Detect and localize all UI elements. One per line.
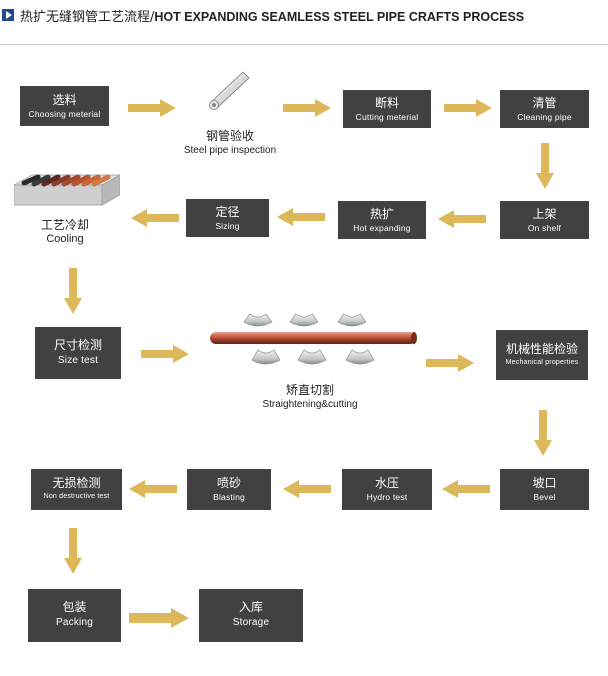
step-cooling-cn: 工艺冷却 bbox=[40, 218, 89, 232]
step-ndt-cn: 无损检测 bbox=[52, 476, 101, 490]
step-cutting-cn: 断料 bbox=[374, 95, 399, 110]
steel-pipe-icon bbox=[203, 66, 253, 120]
step-cooling: 工艺冷却 Cooling bbox=[25, 218, 105, 246]
page-title-en: HOT EXPANDING SEAMLESS STEEL PIPE CRAFTS… bbox=[154, 10, 525, 24]
step-onshelf-en: On shelf bbox=[527, 222, 562, 233]
cooling-rack-icon bbox=[12, 165, 122, 215]
step-straightening-en: Straightening&cutting bbox=[262, 399, 358, 410]
step-inspection: 钢管验收 Steel pipe inspection bbox=[165, 129, 295, 157]
step-ndt: 无损检测 Non destructive test bbox=[31, 469, 122, 510]
step-storage-cn: 入库 bbox=[238, 600, 263, 614]
step-cutting: 断料 Cutting meterial bbox=[343, 90, 431, 128]
step-sizing-en: Sizing bbox=[215, 220, 240, 231]
arrow-down-icon bbox=[536, 143, 554, 189]
arrow-left-icon bbox=[442, 480, 490, 498]
step-inspection-en: Steel pipe inspection bbox=[183, 145, 277, 156]
step-hotexpanding-cn: 热扩 bbox=[369, 206, 394, 221]
arrow-right-icon bbox=[128, 99, 176, 117]
step-sizing: 定径 Sizing bbox=[186, 199, 269, 237]
step-straightening-cn: 矫直切割 bbox=[285, 383, 334, 397]
arrow-left-icon bbox=[283, 480, 331, 498]
step-blasting-cn: 喷砂 bbox=[216, 476, 241, 490]
page-title: 热扩无缝钢管工艺流程/HOT EXPANDING SEAMLESS STEEL … bbox=[20, 6, 524, 25]
arrow-down-icon bbox=[64, 528, 82, 574]
arrow-left-icon bbox=[131, 209, 179, 227]
step-hydro-cn: 水压 bbox=[374, 476, 399, 490]
header-bullet-icon bbox=[2, 9, 14, 21]
step-blasting: 喷砂 Blasting bbox=[187, 469, 271, 510]
step-ndt-en: Non destructive test bbox=[43, 493, 110, 500]
step-choosing: 选料 Choosing meterial bbox=[20, 86, 109, 126]
step-packing-en: Packing bbox=[56, 617, 93, 628]
arrow-right-icon bbox=[283, 99, 331, 117]
step-bevel: 坡口 Bevel bbox=[500, 469, 589, 510]
straightening-machine-icon bbox=[208, 310, 420, 378]
arrow-down-icon bbox=[64, 268, 82, 314]
step-blasting-en: Blasting bbox=[213, 492, 245, 502]
page-title-cn: 热扩无缝钢管工艺流程/ bbox=[20, 10, 155, 25]
arrow-down-icon bbox=[534, 410, 552, 456]
step-packing: 包装 Packing bbox=[28, 589, 121, 642]
arrow-right-icon bbox=[141, 345, 189, 363]
step-straightening: 矫直切割 Straightening&cutting bbox=[240, 383, 380, 411]
step-bevel-en: Bevel bbox=[533, 492, 556, 502]
header: 热扩无缝钢管工艺流程/HOT EXPANDING SEAMLESS STEEL … bbox=[0, 0, 608, 34]
step-inspection-cn: 钢管验收 bbox=[205, 129, 254, 143]
step-hydro-en: Hydro test bbox=[366, 492, 408, 502]
step-onshelf-cn: 上架 bbox=[532, 206, 557, 221]
step-sizetest: 尺寸检测 Size test bbox=[35, 327, 121, 379]
arrow-right-icon bbox=[129, 608, 189, 628]
step-hotexpanding: 热扩 Hot expanding bbox=[338, 201, 426, 239]
step-mechanical: 机械性能检验 Mechanical properties bbox=[496, 330, 588, 380]
arrow-left-icon bbox=[438, 210, 486, 228]
step-storage-en: Storage bbox=[232, 617, 270, 628]
step-onshelf: 上架 On shelf bbox=[500, 201, 589, 239]
step-sizetest-cn: 尺寸检测 bbox=[53, 337, 102, 352]
step-cleaning-cn: 清管 bbox=[532, 95, 557, 110]
step-storage: 入库 Storage bbox=[199, 589, 303, 642]
step-mechanical-en: Mechanical properties bbox=[505, 358, 579, 366]
arrow-right-icon bbox=[426, 354, 474, 372]
arrow-right-icon bbox=[444, 99, 492, 117]
step-bevel-cn: 坡口 bbox=[532, 476, 557, 490]
step-choosing-en: Choosing meterial bbox=[28, 108, 101, 119]
step-sizing-cn: 定径 bbox=[215, 204, 240, 219]
step-hotexpanding-en: Hot expanding bbox=[353, 222, 411, 233]
step-sizetest-en: Size test bbox=[57, 354, 99, 366]
arrow-left-icon bbox=[129, 480, 177, 498]
step-hydro: 水压 Hydro test bbox=[342, 469, 432, 510]
step-cooling-en: Cooling bbox=[46, 233, 84, 245]
step-cleaning: 清管 Cleaning pipe bbox=[500, 90, 589, 128]
step-mechanical-cn: 机械性能检验 bbox=[505, 341, 578, 356]
header-divider bbox=[0, 44, 608, 45]
step-choosing-cn: 选料 bbox=[52, 92, 77, 107]
step-packing-cn: 包装 bbox=[62, 600, 87, 614]
step-cleaning-en: Cleaning pipe bbox=[517, 111, 572, 122]
step-cutting-en: Cutting meterial bbox=[355, 111, 419, 122]
arrow-left-icon bbox=[277, 208, 325, 226]
